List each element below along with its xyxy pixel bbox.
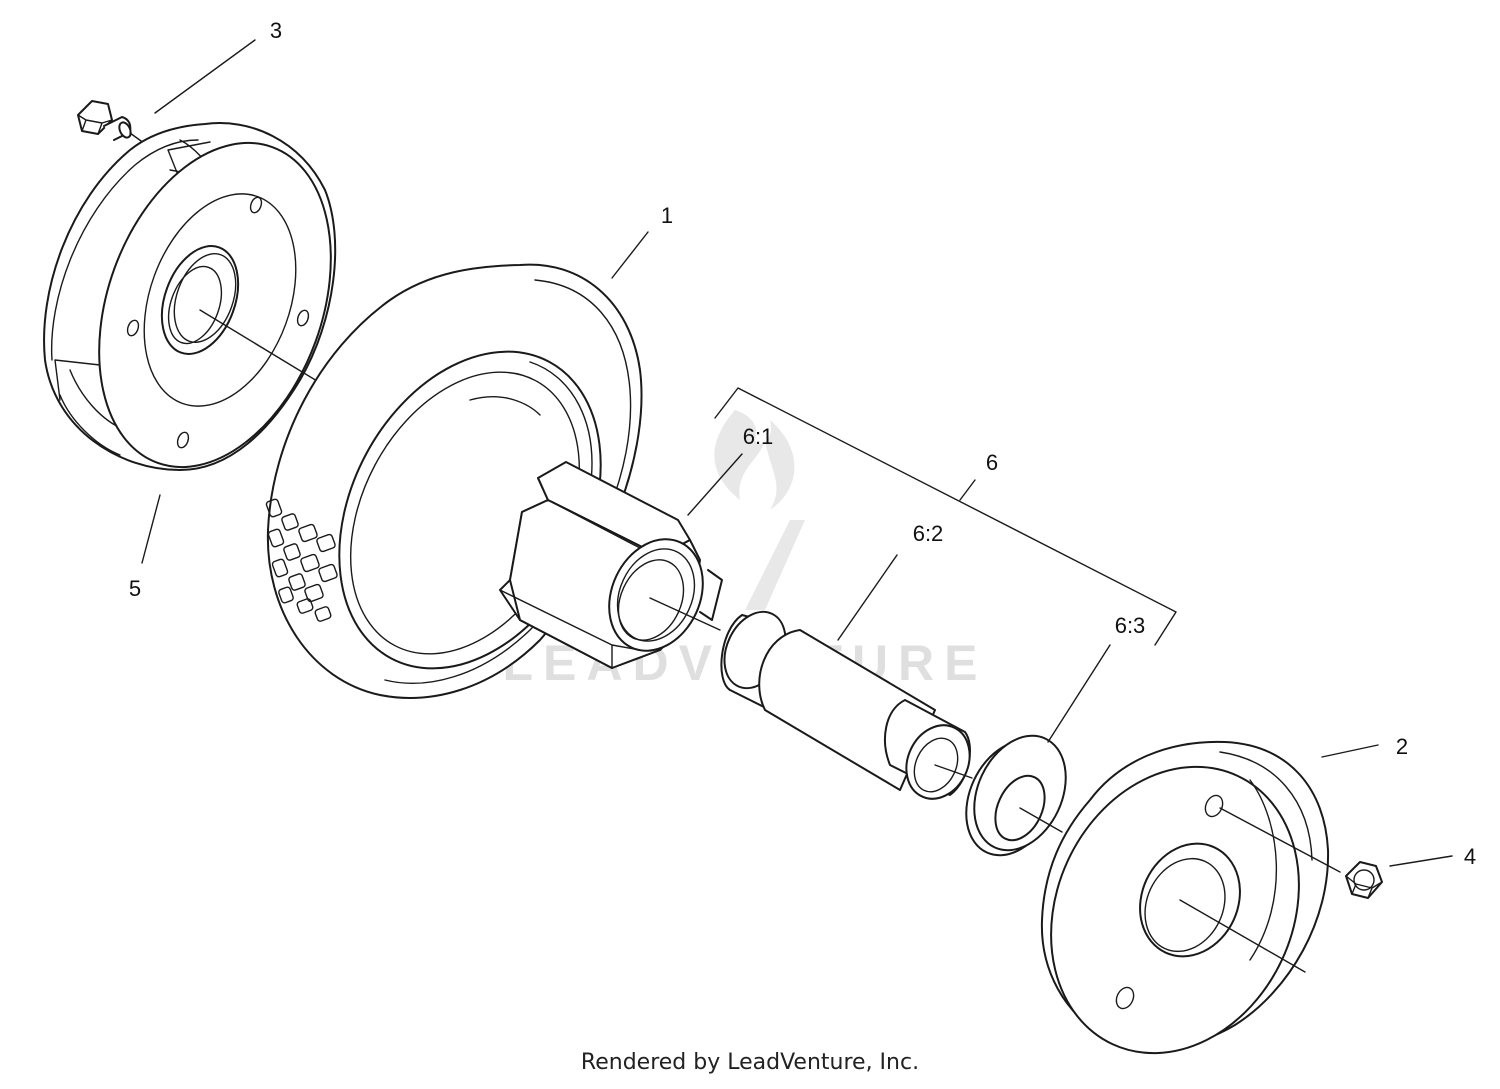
leader-2 bbox=[1321, 744, 1379, 758]
hub-half-part-5 bbox=[43, 122, 337, 471]
leader-5 bbox=[141, 494, 161, 564]
washer-part-6-3 bbox=[965, 734, 1067, 857]
nut-part-4 bbox=[1345, 861, 1383, 899]
tire-tread-blocks bbox=[265, 498, 338, 622]
render-credit: Rendered by LeadVenture, Inc. bbox=[580, 1050, 920, 1075]
label-6-3: 6:3 bbox=[1115, 613, 1146, 638]
bearing-sleeve-part-6-1 bbox=[499, 461, 723, 669]
label-6: 6 bbox=[986, 450, 998, 475]
label-4: 4 bbox=[1464, 844, 1476, 869]
label-1: 1 bbox=[661, 203, 673, 228]
hub-half-part-2 bbox=[1040, 740, 1341, 1055]
label-5: 5 bbox=[129, 576, 141, 601]
leader-1 bbox=[611, 231, 649, 279]
leader-6-3 bbox=[1047, 644, 1111, 743]
leader-lines bbox=[141, 39, 1453, 867]
kit-bracket-6 bbox=[714, 387, 1177, 646]
leader-3 bbox=[154, 39, 256, 114]
bolt-part-3 bbox=[77, 100, 149, 147]
label-6-1: 6:1 bbox=[743, 424, 774, 449]
leader-6 bbox=[959, 479, 976, 501]
callout-labels: 3 1 5 6:1 6 6:2 6:3 2 4 bbox=[129, 18, 1476, 869]
leader-6-2 bbox=[837, 554, 898, 641]
label-6-2: 6:2 bbox=[913, 521, 944, 546]
label-2: 2 bbox=[1396, 734, 1408, 759]
leader-4 bbox=[1389, 855, 1453, 867]
spacer-tube-part-6-2 bbox=[720, 610, 973, 800]
label-3: 3 bbox=[270, 18, 282, 43]
leader-6-1 bbox=[687, 453, 743, 516]
